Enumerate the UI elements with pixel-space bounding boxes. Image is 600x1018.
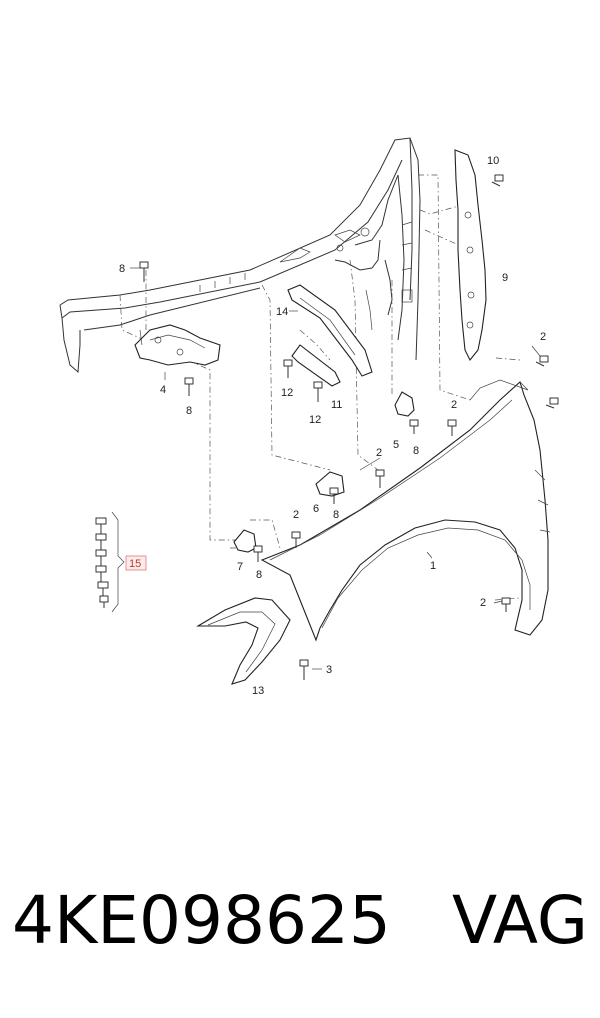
bolt-icon bbox=[95, 565, 107, 582]
parts-diagram: 1 2 2 2 2 2 3 4 5 6 7 8 8 8 8 8 9 10 11 … bbox=[59, 137, 559, 697]
callout-8: 8 bbox=[333, 509, 339, 521]
callout-14: 14 bbox=[276, 306, 288, 318]
callout-2: 2 bbox=[480, 597, 486, 609]
brand-label: VAG bbox=[451, 882, 588, 959]
leader-lines bbox=[130, 267, 541, 670]
callout-2: 2 bbox=[540, 331, 546, 343]
bolt-icon bbox=[97, 581, 109, 596]
fastener-set-part-15 bbox=[95, 511, 147, 613]
callout-9: 9 bbox=[502, 272, 508, 284]
part-number: 4KE098625 bbox=[12, 882, 391, 959]
callout-2: 2 bbox=[451, 399, 457, 411]
bolt-icon bbox=[313, 381, 323, 402]
fender-part-1 bbox=[260, 379, 551, 642]
bolt-icon bbox=[409, 419, 419, 434]
callout-4: 4 bbox=[160, 384, 166, 396]
bolt-icon bbox=[95, 549, 107, 566]
bolt-icon bbox=[375, 469, 385, 488]
bracket-part-4 bbox=[134, 324, 221, 366]
bolt-icon bbox=[491, 174, 504, 187]
callout-13: 13 bbox=[252, 685, 264, 697]
bolt-icon bbox=[139, 261, 149, 282]
bolt-icon bbox=[95, 533, 107, 550]
liner-part-13 bbox=[195, 597, 291, 685]
panel-part-9 bbox=[454, 149, 487, 362]
callout-8: 8 bbox=[119, 263, 125, 275]
bracket-part-7 bbox=[233, 529, 257, 553]
bolt-icon bbox=[545, 397, 559, 409]
callout-15: 15 bbox=[129, 558, 141, 570]
callout-2: 2 bbox=[376, 447, 382, 459]
bolt-icon bbox=[501, 597, 511, 612]
bolt-icon bbox=[535, 355, 549, 367]
bolts bbox=[139, 174, 559, 680]
bolt-icon bbox=[329, 487, 339, 504]
bolt-icon bbox=[253, 545, 263, 562]
bracket-part-5 bbox=[394, 391, 415, 417]
callout-7: 7 bbox=[237, 561, 243, 573]
bolt-icon bbox=[95, 517, 107, 534]
bolt-icon bbox=[447, 419, 457, 436]
bracket-part-14 bbox=[287, 284, 373, 377]
callout-5: 5 bbox=[393, 439, 399, 451]
callout-8: 8 bbox=[256, 569, 262, 581]
bracket-part-11 bbox=[291, 344, 341, 387]
callout-6: 6 bbox=[313, 503, 319, 515]
bolt-icon bbox=[184, 377, 194, 396]
callout-12: 12 bbox=[281, 387, 293, 399]
bolt-icon bbox=[291, 531, 301, 548]
footer: 4KE098625 VAG bbox=[0, 888, 600, 988]
bolt-icon bbox=[99, 595, 109, 608]
callout-12: 12 bbox=[309, 414, 321, 426]
body-frame bbox=[59, 137, 421, 374]
callout-3: 3 bbox=[326, 664, 332, 676]
bolt-icon bbox=[283, 359, 293, 378]
callout-2: 2 bbox=[293, 509, 299, 521]
callout-10: 10 bbox=[487, 155, 499, 167]
callouts: 1 2 2 2 2 2 3 4 5 6 7 8 8 8 8 8 9 10 11 … bbox=[119, 155, 546, 697]
bolt-icon bbox=[299, 659, 309, 680]
callout-8: 8 bbox=[413, 445, 419, 457]
callout-1: 1 bbox=[430, 560, 436, 572]
callout-8: 8 bbox=[186, 405, 192, 417]
callout-11: 11 bbox=[331, 399, 342, 411]
